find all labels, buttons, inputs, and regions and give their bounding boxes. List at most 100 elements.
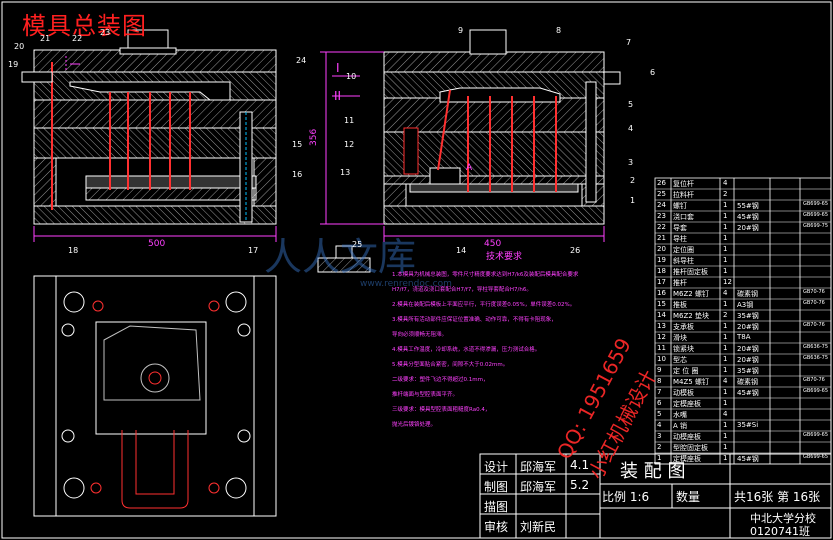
drawing-title: 模具总装图 [22, 12, 147, 40]
bom-cell-name: M6Z2 垫块 [673, 312, 709, 320]
left-callout: 18 [68, 246, 79, 255]
bom-cell-name: 螺钉 [673, 202, 687, 210]
bom-cell-qty: 1 [723, 388, 728, 396]
tech-line: 二级要求：塑件飞边不得超过0.1mm， [392, 377, 489, 383]
detail-25-view [317, 245, 371, 273]
left-hidden-lines [65, 56, 80, 72]
bom-cell-no: 8 [657, 377, 662, 385]
tech-line: 1.本模具为机械总装图，零件尺寸精度要求达到H7/k6及装配后模具配合要求 [392, 272, 579, 278]
bom-cell-mat: 45#钢 [737, 213, 759, 221]
bom-cell-qty: 1 [723, 344, 728, 352]
bom-cell-std: GB636-75 [803, 355, 829, 361]
bom-cell-no: 16 [657, 289, 666, 297]
right-callout: 12 [344, 140, 355, 149]
bom-row-lines [655, 188, 831, 465]
bom-cell-name: 锁紧块 [673, 345, 694, 353]
right-callout: 9 [458, 26, 464, 35]
bom-cell-std: GB699-65 [803, 454, 829, 460]
bom-cell-qty: 1 [723, 454, 728, 462]
right-callout: 26 [570, 246, 581, 255]
bom-cell-no: 13 [657, 322, 666, 330]
right-callout: 13 [340, 168, 351, 177]
tb-design-no: 4.1 [570, 458, 590, 472]
bom-cell-qty: 1 [723, 322, 728, 330]
bom-cell-name: 定模座板 [673, 400, 701, 408]
right-callout: 8 [556, 26, 562, 35]
bom-cell-std: GB70-76 [803, 322, 825, 328]
bom-cell-qty: 1 [723, 421, 728, 429]
bom-cell-name: 动模板 [673, 389, 694, 397]
bom-cell-name: 定 位 圈 [673, 367, 699, 375]
left-callout: 23 [100, 28, 111, 37]
bom-cell-no: 15 [657, 300, 666, 308]
right-guide-post [403, 81, 597, 203]
bom-cell-no: 19 [657, 256, 666, 264]
right-callout: 5 [628, 100, 634, 109]
bom-cell-std: GB70-76 [803, 289, 825, 295]
bom-cell-no: 7 [657, 388, 662, 396]
left-callout: 19 [8, 60, 19, 69]
svg-text:450: 450 [484, 239, 501, 249]
bom-cell-name: 水嘴 [673, 411, 687, 419]
bom-cell-name: 动模座板 [673, 433, 701, 441]
left-ejector-pins [51, 62, 191, 210]
right-ejector-pins [437, 89, 557, 192]
bom-cell-qty: 1 [723, 366, 728, 374]
tb-drawing-name: 装 配 图 [620, 461, 686, 482]
bom-cell-name: 拉料杆 [673, 191, 694, 199]
bom-cell-name: 型芯 [673, 356, 687, 364]
right-callout: 6 [650, 68, 656, 77]
right-callout: 3 [628, 158, 634, 167]
bom-cell-qty: 1 [723, 256, 728, 264]
bom-cell-name: 推板 [673, 301, 687, 309]
bom-cell-mat: 碳素钢 [737, 378, 758, 386]
svg-text:A: A [466, 163, 473, 173]
right-callout: 25 [352, 240, 363, 249]
bom-cell-no: 21 [657, 234, 666, 242]
tb-draw-label: 制图 [484, 480, 509, 494]
bom-cell-no: 2 [657, 443, 662, 451]
bom-cell-mat: 35#钢 [737, 312, 759, 320]
bom-cell-mat: 45#钢 [737, 389, 759, 397]
tb-design-name: 邱海军 [520, 460, 557, 474]
title-block-grid [479, 453, 832, 539]
bom-cell-no: 5 [657, 410, 662, 418]
plan-view [33, 275, 277, 517]
bom-cell-name: A 销 [673, 422, 688, 430]
tech-line: 抛光后镀铬处理。 [392, 422, 437, 428]
bom-cell-no: 11 [657, 344, 666, 352]
bom-cell-name: 推杆 [673, 279, 687, 287]
bom-cell-qty: 1 [723, 245, 728, 253]
tb-class: 0120741班 [750, 525, 810, 538]
right-section-view [383, 29, 621, 225]
left-callout: 17 [248, 246, 259, 255]
bom-cell-mat: 35#钢 [737, 367, 759, 375]
left-callout: 20 [14, 42, 25, 51]
bom-cell-no: 24 [657, 201, 666, 209]
bom-cell-no: 22 [657, 223, 666, 231]
tech-line: 4.模具工作温度，冷却系统，水道不得渗漏，压力测试合格。 [392, 347, 541, 353]
dim-500: 500 [33, 226, 277, 249]
tb-check-label: 描图 [484, 500, 509, 514]
tech-line: 导向必须顺畅无阻滞。 [392, 332, 448, 338]
bom-cell-qty: 4 [723, 179, 728, 187]
bom-cell-name: 推杆固定板 [673, 268, 708, 276]
bom-cell-qty: 1 [723, 432, 728, 440]
